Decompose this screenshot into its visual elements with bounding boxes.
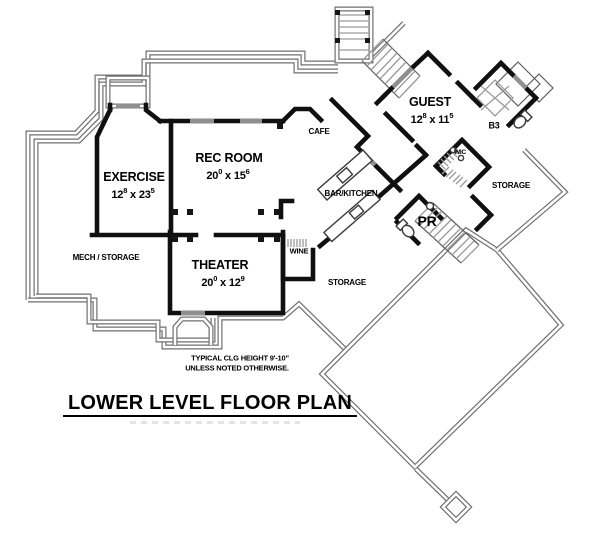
pr-toilet-icon	[395, 218, 415, 238]
room-label-pr: PR	[417, 213, 437, 229]
room-label-wic: WIC	[453, 148, 467, 156]
room-label-cafe: CAFE	[308, 127, 330, 136]
room-label-wine: WINE	[289, 246, 309, 256]
patio-outline-layer	[25, 21, 406, 351]
room-label-mech-storage: MECH / STORAGE	[72, 253, 140, 262]
closet-rods-icon	[437, 146, 468, 188]
bar-counter-icon	[322, 189, 382, 243]
room-label-storage-right: STORAGE	[491, 181, 531, 190]
b3-areaway-outline	[495, 61, 554, 107]
room-label-exercise: EXERCISE	[103, 169, 165, 184]
erased-text-remnant	[130, 421, 300, 424]
main-stairs-icon	[414, 202, 480, 264]
room-dim-rec-room: 200 x 156	[206, 167, 250, 182]
room-label-storage-center: STORAGE	[327, 278, 367, 287]
ceiling-note-line2: UNLESS NOTED OTHERWISE.	[185, 363, 289, 373]
posts-layer	[172, 123, 283, 242]
shower-icon	[476, 79, 514, 117]
room-label-theater: THEATER	[191, 257, 249, 272]
patio-diamond-outline	[318, 148, 569, 471]
deck-stairs-icon	[334, 6, 374, 64]
room-dim-guest: 128 x 115	[410, 111, 454, 126]
room-label-guest: GUEST	[408, 94, 452, 109]
kitchen-island-icon	[316, 149, 374, 201]
room-label-b3: B3	[488, 120, 500, 131]
room-dim-exercise: 128 x 235	[111, 186, 155, 201]
plan-title: LOWER LEVEL FLOOR PLAN	[62, 393, 358, 417]
room-dim-theater: 200 x 129	[201, 274, 245, 289]
room-label-bar-kitchen: BAR/KITCHEN	[324, 189, 378, 198]
pr-sink-icon	[425, 201, 435, 211]
toilet-icon	[513, 109, 533, 129]
room-label-rec-room: REC ROOM	[195, 150, 263, 165]
walkway-outline	[414, 467, 473, 524]
ceiling-note-line1: TYPICAL CLG HEIGHT 9'-10"	[191, 353, 289, 363]
